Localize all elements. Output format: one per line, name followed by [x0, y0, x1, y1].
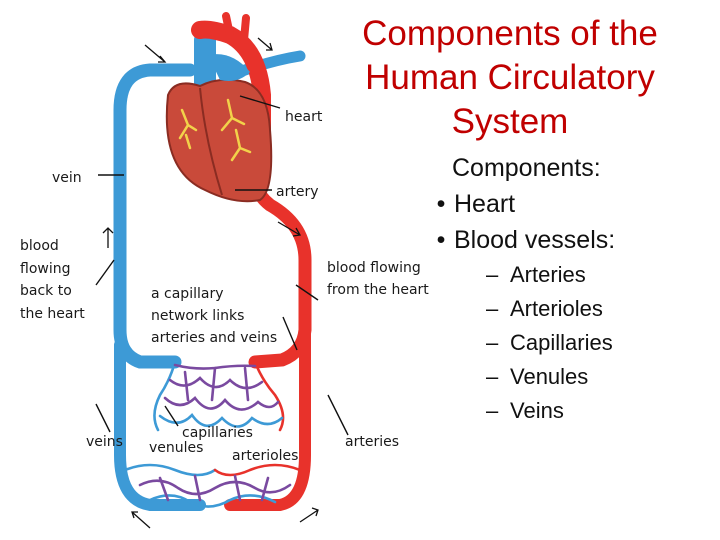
vessel-item: –Capillaries [486, 330, 613, 355]
vessel-item: –Arteries [486, 262, 586, 287]
components-list: Components: •Heart •Blood vessels: –Arte… [424, 150, 720, 428]
svg-text:back to: back to [20, 283, 72, 299]
label-blood-flowing-from: blood flowing from the heart [327, 260, 429, 298]
svg-text:blood flowing: blood flowing [327, 260, 421, 276]
vessel-item: –Arterioles [486, 296, 603, 321]
title-line-2: Human Circulatory [365, 58, 655, 97]
svg-text:the heart: the heart [20, 306, 85, 322]
label-blood-flowing-back: blood flowing back to the heart [20, 238, 85, 322]
components-heading: Components: [452, 154, 601, 182]
vessel-item: –Venules [486, 364, 589, 389]
page-title: Components of the Human Circulatory Syst… [300, 12, 720, 144]
label-capillary-network: a capillary network links arteries and v… [151, 286, 277, 346]
list-item: •Heart [424, 186, 720, 222]
bullet: • [436, 226, 446, 254]
svg-text:a capillary: a capillary [151, 286, 223, 302]
title-line-3: System [451, 102, 569, 141]
capillary-bed-lower [153, 360, 285, 432]
label-heart: heart [285, 109, 323, 125]
lower-artery [224, 314, 311, 511]
capillary-bed-bottom [123, 463, 302, 508]
pointer-lines [95, 95, 349, 436]
label-artery: artery [276, 184, 318, 200]
aortic-branch-1 [222, 12, 234, 39]
svg-text:network links: network links [151, 308, 244, 324]
svg-text:flowing: flowing [20, 261, 70, 277]
list-item: •Blood vessels: [424, 222, 720, 258]
label-veins: veins [86, 434, 123, 450]
svg-text:from the heart: from the heart [327, 282, 429, 298]
label-vein: vein [52, 170, 82, 186]
bullet: • [436, 190, 446, 218]
label-arteries: arteries [345, 434, 399, 450]
heart-icon [165, 54, 273, 203]
svg-text:blood: blood [20, 238, 59, 254]
vessel-item: –Veins [486, 398, 564, 423]
flow-arrows [102, 37, 319, 529]
main-vein [113, 63, 197, 369]
lower-vein [114, 339, 206, 511]
label-capillaries: capillaries [182, 425, 253, 441]
title-line-1: Components of the [362, 14, 658, 53]
aortic-branch-2 [240, 14, 250, 44]
label-venules: venules [149, 440, 203, 456]
svg-text:arteries and veins: arteries and veins [151, 330, 277, 346]
label-arterioles: arterioles [232, 448, 298, 464]
